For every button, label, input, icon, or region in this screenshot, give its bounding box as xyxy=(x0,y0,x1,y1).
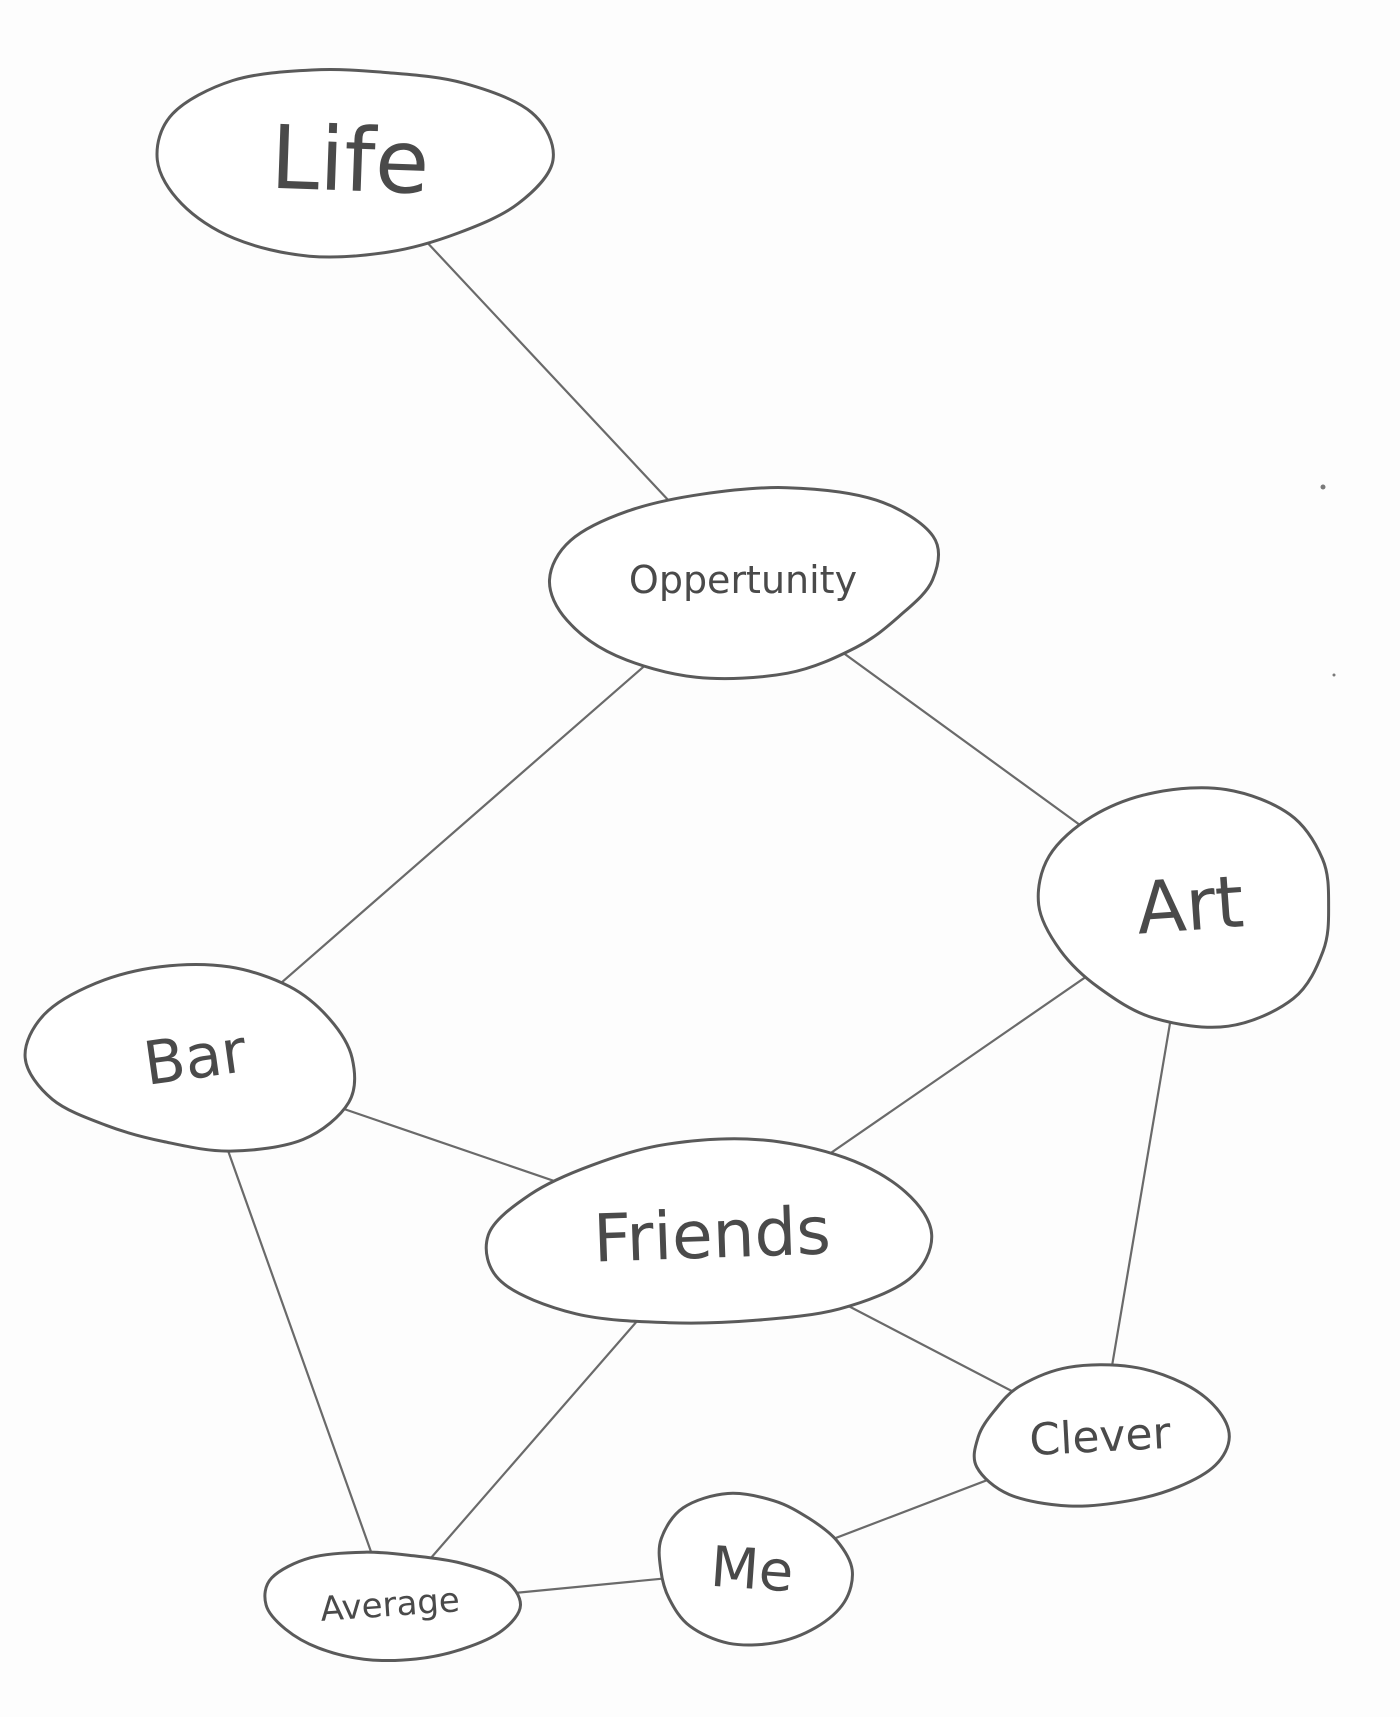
node-friends-outline xyxy=(484,1137,934,1325)
node-me-outline xyxy=(657,1491,854,1647)
node-average-outline xyxy=(263,1550,523,1662)
node-life-label: Life xyxy=(269,106,431,214)
node-bar-label: Bar xyxy=(139,1016,251,1100)
paper-speck xyxy=(1320,484,1326,490)
node-opportunity-outline xyxy=(547,486,941,681)
node-bar-outline xyxy=(23,963,357,1153)
node-opportunity-label: Oppertunity xyxy=(629,558,857,602)
paper-speck xyxy=(1332,673,1336,677)
node-average-label: Average xyxy=(319,1580,461,1630)
node-life-outline xyxy=(155,68,555,259)
node-art: Art xyxy=(1036,786,1331,1029)
node-bar: Bar xyxy=(23,963,357,1153)
node-art-outline xyxy=(1036,786,1331,1029)
node-me: Me xyxy=(657,1491,854,1647)
node-art-label: Art xyxy=(1134,859,1247,950)
node-layer: LifeOppertunityArtBarFriendsCleverMeAver… xyxy=(23,68,1331,1662)
node-opportunity: Oppertunity xyxy=(547,486,941,681)
node-friends-label: Friends xyxy=(592,1192,832,1277)
node-me-label: Me xyxy=(708,1535,795,1606)
node-life: Life xyxy=(155,68,555,259)
node-clever: Clever xyxy=(972,1363,1231,1508)
paper-specks xyxy=(1320,484,1336,677)
node-average: Average xyxy=(263,1550,523,1662)
node-friends: Friends xyxy=(484,1137,934,1325)
node-clever-label: Clever xyxy=(1028,1408,1173,1466)
node-clever-outline xyxy=(972,1363,1231,1508)
